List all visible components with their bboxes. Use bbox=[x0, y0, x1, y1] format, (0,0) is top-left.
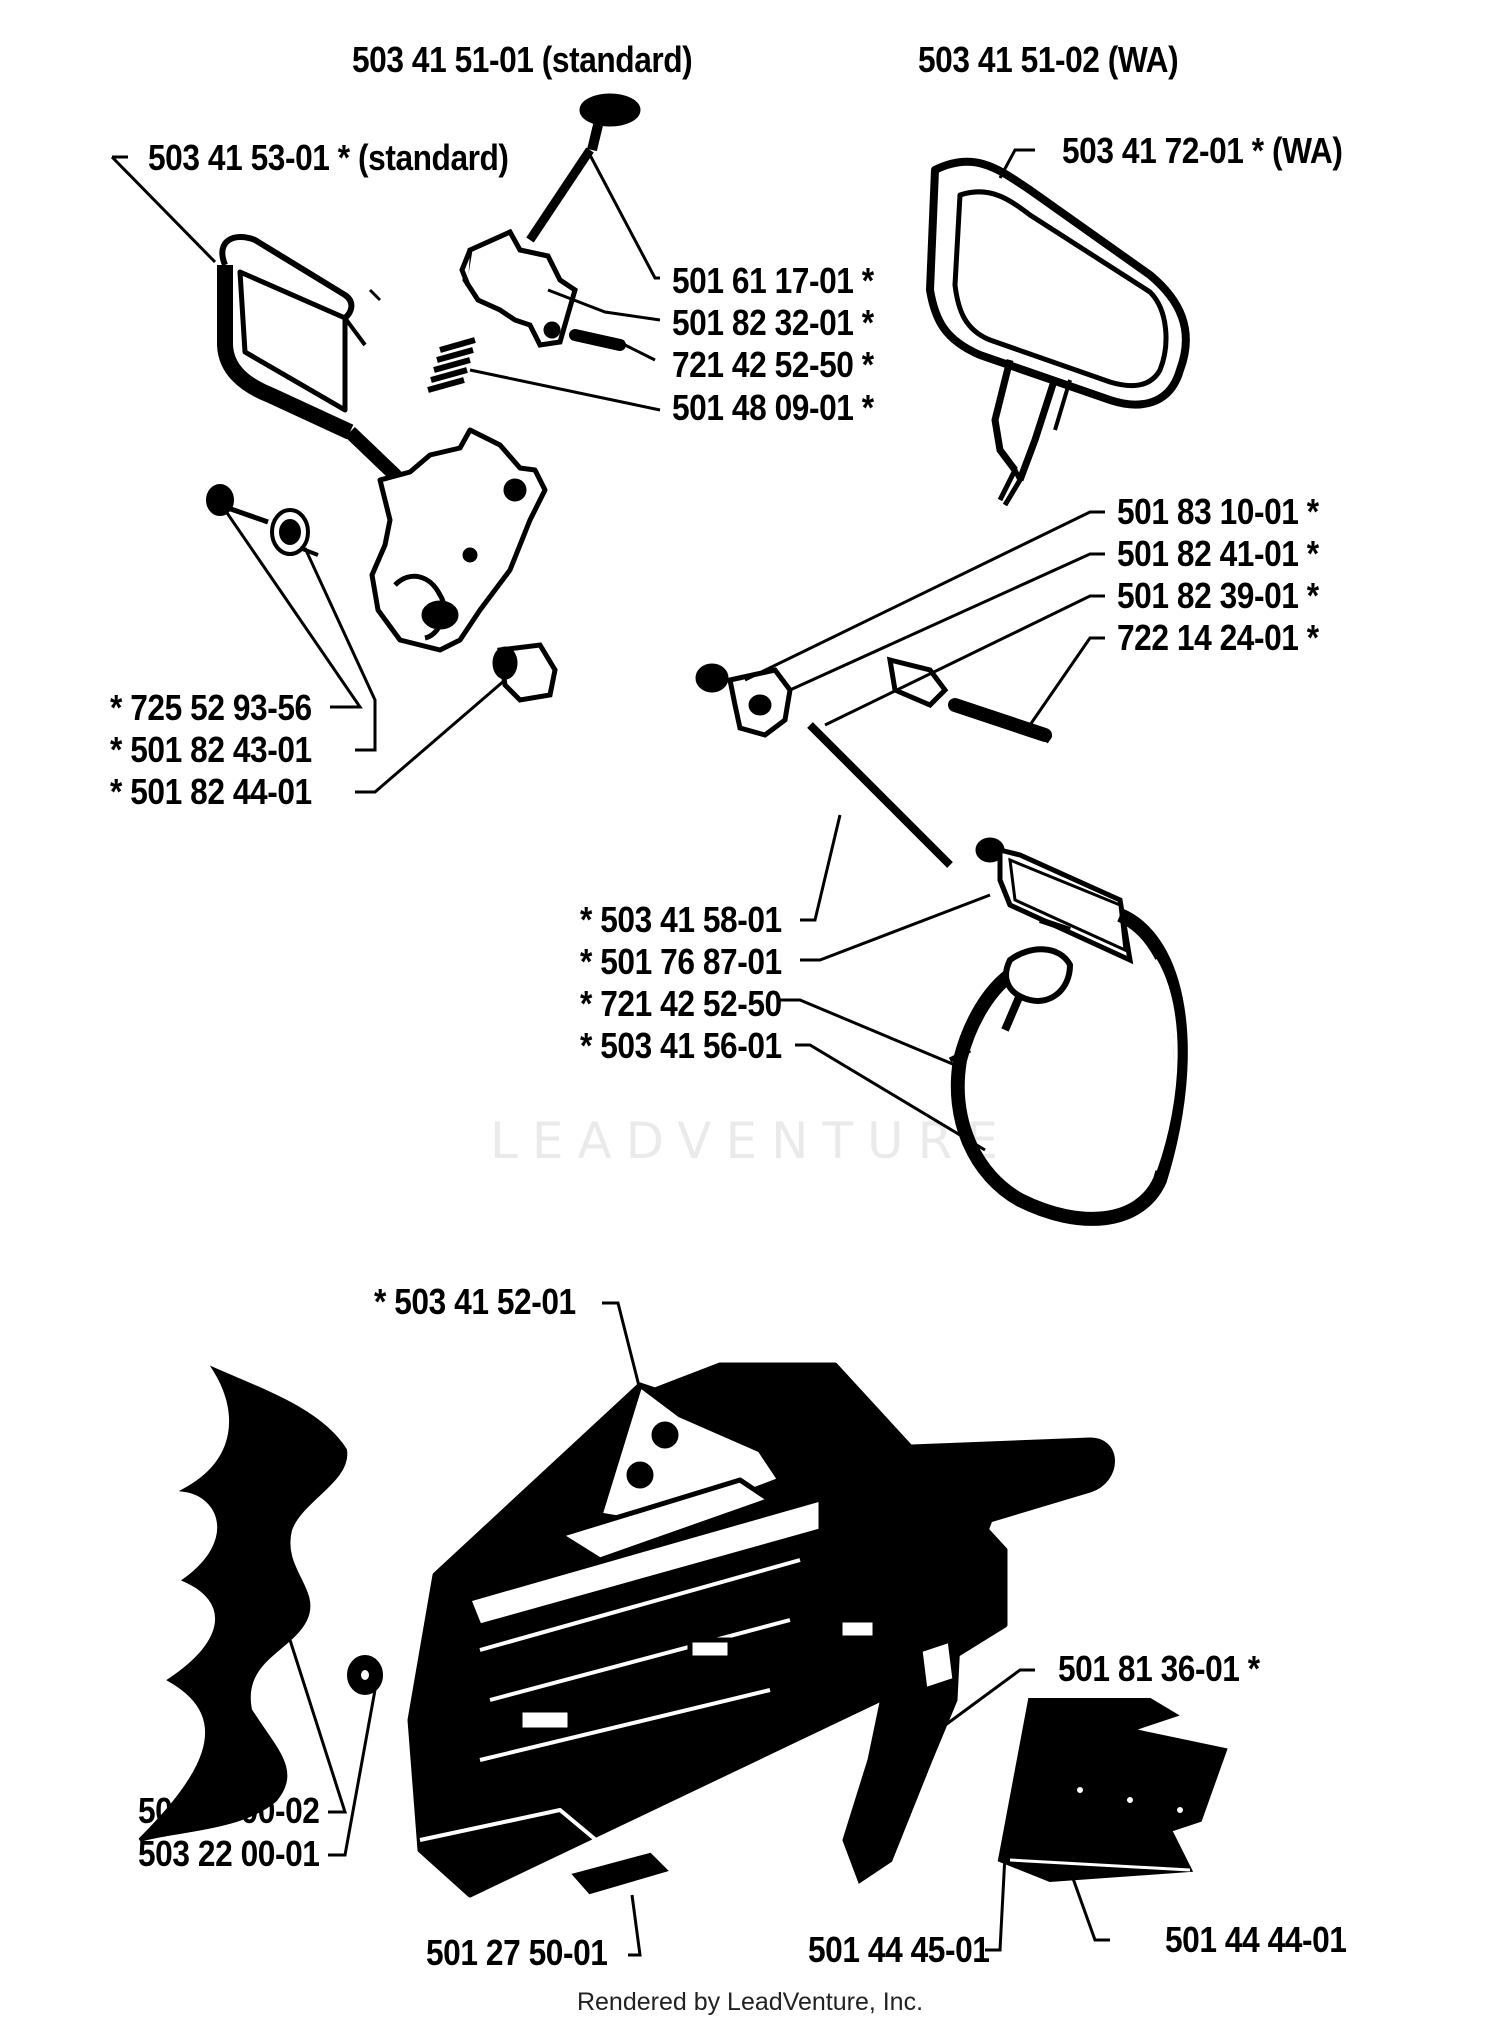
part-label-503220001: 503 22 00-01 bbox=[138, 1833, 320, 1874]
part-label-721425250-a: 721 42 52-50 * bbox=[672, 344, 874, 385]
latch-pin-assembly bbox=[427, 93, 641, 393]
spring-small bbox=[427, 337, 476, 393]
bolt-and-washer bbox=[206, 484, 319, 557]
front-handle-guard bbox=[832, 1437, 1115, 1884]
part-label-722142401: 722 14 24-01 * bbox=[1117, 617, 1319, 658]
leader-lines bbox=[110, 148, 1110, 1957]
part-label-503415301: 503 41 53-01 * (standard) bbox=[148, 137, 509, 178]
bumper-spike bbox=[138, 1365, 348, 1842]
brake-band-assembly bbox=[695, 656, 1188, 1226]
bar-stud-pin bbox=[571, 1852, 669, 1895]
chain-guide-plates bbox=[997, 1698, 1228, 1883]
part-label-501275001: 501 27 50-01 bbox=[426, 1932, 608, 1973]
part-label-501813601: 501 81 36-01 * bbox=[1058, 1648, 1260, 1689]
part-label-501823901: 501 82 39-01 * bbox=[1117, 575, 1319, 616]
footer-credit: Rendered by LeadVenture, Inc. bbox=[576, 1988, 924, 2016]
part-label-503415801: * 503 41 58-01 bbox=[580, 899, 782, 940]
part-label-501768701: * 501 76 87-01 bbox=[580, 941, 782, 982]
part-label-501480901: 501 48 09-01 * bbox=[672, 387, 874, 428]
brake-bushing bbox=[492, 642, 558, 703]
part-label-501610002: 501 61 00-02 bbox=[138, 1790, 320, 1831]
chain-brake-handle-standard bbox=[217, 234, 407, 521]
part-label-503415601: * 503 41 56-01 bbox=[580, 1025, 782, 1066]
header-wa: 503 41 51-02 (WA) bbox=[918, 39, 1179, 80]
bar-nut bbox=[347, 1655, 383, 1695]
part-label-501823201: 501 82 32-01 * bbox=[672, 302, 874, 343]
header-standard: 503 41 51-01 (standard) bbox=[352, 39, 693, 80]
part-label-501444401: 501 44 44-01 bbox=[1165, 1919, 1347, 1960]
part-label-503415201: * 503 41 52-01 bbox=[374, 1281, 576, 1322]
part-label-721425250-b: * 721 42 52-50 bbox=[580, 983, 782, 1024]
part-label-501611701: 501 61 17-01 * bbox=[672, 260, 874, 301]
chain-brake-handle-wa bbox=[926, 157, 1190, 507]
part-label-501824401: * 501 82 44-01 bbox=[110, 771, 312, 812]
part-label-501824101: 501 82 41-01 * bbox=[1117, 533, 1319, 574]
watermark: LEADVENTURE bbox=[490, 1112, 1012, 1170]
part-label-501831001: 501 83 10-01 * bbox=[1117, 491, 1319, 532]
part-label-501444501: 501 44 45-01 bbox=[808, 1929, 990, 1970]
part-label-501824301: * 501 82 43-01 bbox=[110, 729, 312, 770]
brake-spring bbox=[807, 722, 953, 868]
brake-lever-bracket bbox=[369, 427, 548, 653]
part-label-503417201: 503 41 72-01 * (WA) bbox=[1062, 130, 1343, 171]
part-label-725529356: * 725 52 93-56 bbox=[110, 687, 312, 728]
